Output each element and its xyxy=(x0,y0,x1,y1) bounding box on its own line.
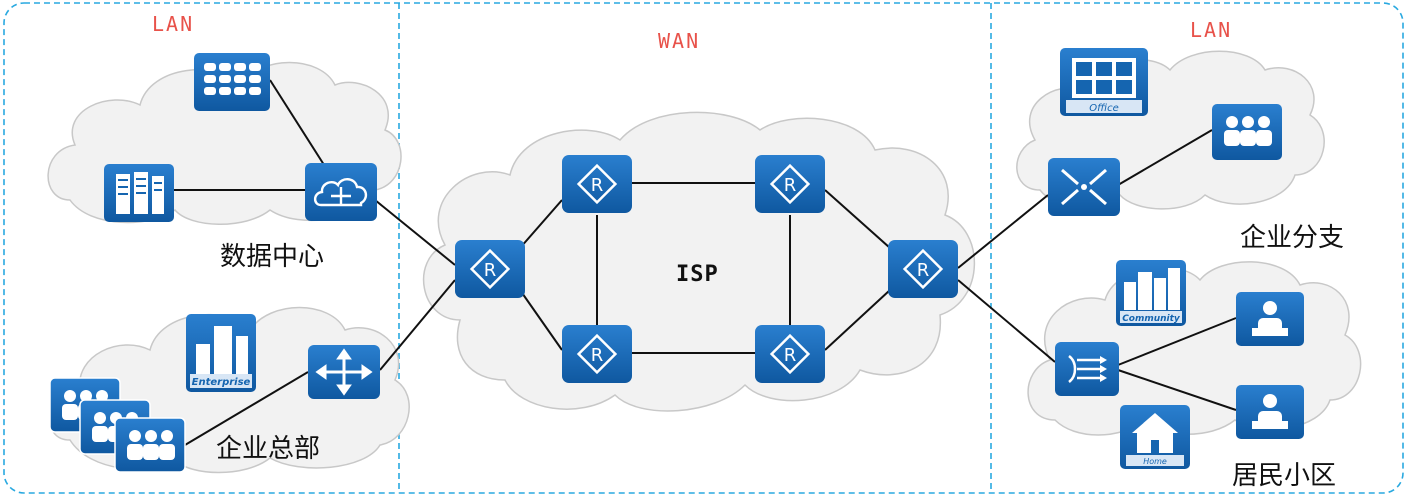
user-group-icon xyxy=(1212,104,1282,160)
firewall-icon xyxy=(1055,342,1119,396)
link-r4-r6 xyxy=(824,189,891,249)
branch-label: 企业分支 xyxy=(1240,223,1345,253)
right-lan-label: LAN xyxy=(1190,18,1233,42)
link-users-hqswitch xyxy=(184,371,309,446)
community-badge: Community xyxy=(1122,314,1181,324)
svg-text:R: R xyxy=(484,260,497,281)
network-frame xyxy=(3,2,1404,494)
link-branch-router-users xyxy=(1117,129,1213,186)
home-badge: Home xyxy=(1143,457,1167,466)
community-building-icon: Community xyxy=(1116,260,1186,326)
link-firewall-user1 xyxy=(1117,317,1237,366)
user-icon xyxy=(1236,292,1304,346)
svg-text:R: R xyxy=(784,175,797,196)
link-r6-firewall xyxy=(957,279,1056,363)
link-dcswitch-edge-router xyxy=(374,199,456,266)
wan-label: WAN xyxy=(658,29,701,53)
branch-router-icon xyxy=(1048,158,1120,216)
link-r6-branch-router xyxy=(957,194,1049,269)
link-group xyxy=(174,79,1237,446)
router-icon: R xyxy=(562,155,632,213)
server-rack-icon xyxy=(104,164,174,222)
svg-text:R: R xyxy=(784,345,797,366)
link-r1-r2 xyxy=(519,199,563,249)
isp-label: ISP xyxy=(676,262,719,287)
router-icon: R xyxy=(888,240,958,298)
svg-text:R: R xyxy=(917,260,930,281)
enterprise-badge: Enterprise xyxy=(192,377,251,388)
data-center-label: 数据中心 xyxy=(220,242,325,272)
left-lan-label: LAN xyxy=(152,12,195,36)
svg-text:R: R xyxy=(591,175,604,196)
home-icon: Home xyxy=(1120,405,1190,469)
user-group-icon xyxy=(114,417,186,473)
office-badge: Office xyxy=(1089,103,1119,114)
router-group: R R R R R R xyxy=(455,155,958,383)
cloud-switch-icon xyxy=(305,163,377,221)
headquarters-label: 企业总部 xyxy=(216,434,321,464)
link-hqswitch-edge-router xyxy=(379,279,456,371)
user-icon xyxy=(1236,385,1304,439)
layer3-switch-icon xyxy=(308,345,380,399)
link-r5-r6 xyxy=(824,289,891,351)
link-r1-r3 xyxy=(519,289,563,351)
residential-label: 居民小区 xyxy=(1232,461,1337,491)
office-building-icon: Office xyxy=(1060,48,1148,116)
user-group-stack xyxy=(49,377,186,473)
enterprise-building-icon: Enterprise xyxy=(186,314,256,392)
router-icon: R xyxy=(755,155,825,213)
router-icon: R xyxy=(455,240,525,298)
storage-array-icon xyxy=(194,53,270,111)
router-icon: R xyxy=(755,325,825,383)
link-firewall-user2 xyxy=(1117,369,1237,411)
svg-text:R: R xyxy=(591,345,604,366)
router-icon: R xyxy=(562,325,632,383)
wan-cloud xyxy=(422,111,976,412)
